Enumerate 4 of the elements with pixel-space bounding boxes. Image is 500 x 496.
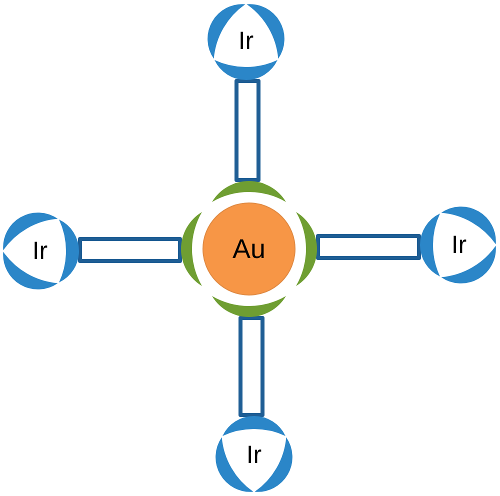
connector-bar: [78, 237, 182, 263]
connector-bar: [316, 234, 421, 260]
connector-bar: [238, 316, 264, 417]
connector-bar: [234, 79, 260, 182]
